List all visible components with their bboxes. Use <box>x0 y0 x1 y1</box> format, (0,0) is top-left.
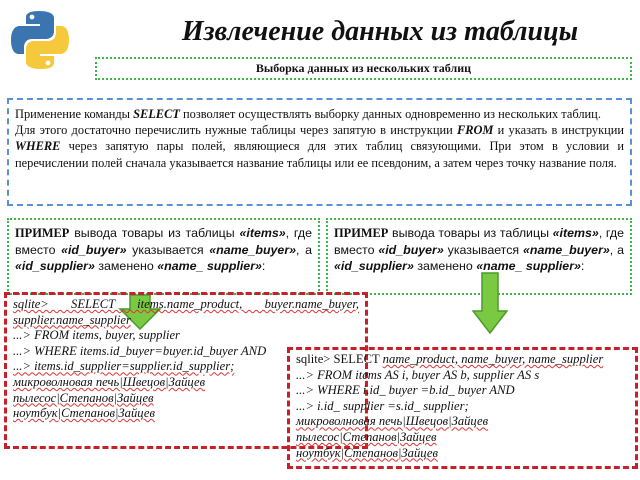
description-box: Применение команды SELECT позволяет осущ… <box>7 98 632 206</box>
result-row: микроволновая печь|Швецов|Зайцев <box>296 414 489 429</box>
example-label: ПРИМЕР <box>334 226 389 240</box>
text: «name_buyer» <box>209 242 297 257</box>
code-fields: name_product, name_buyer, name_supplier <box>382 352 604 366</box>
code-line: supplier.name_supplier <box>13 312 131 327</box>
text: и указать в инструкции <box>493 123 624 138</box>
text: через запятую пары полей, являющиеся для… <box>15 139 624 170</box>
code-line: ...> items.id_supplier=supplier.id_suppl… <box>13 359 235 374</box>
text: вывода товары из таблицы <box>69 226 240 240</box>
text: «name_ supplier» <box>476 259 581 273</box>
arrow-down-icon <box>472 272 508 334</box>
python-logo-icon <box>11 11 69 69</box>
example-box-right: ПРИМЕР вывода товары из таблицы «items»,… <box>326 218 632 295</box>
code-block-right: sqlite> SELECT name_product, name_buyer,… <box>287 347 638 469</box>
text: «id_buyer» <box>61 242 127 257</box>
text: «id_supplier» <box>15 259 95 273</box>
code-line: ...> FROM items AS i, buyer AS b, suppli… <box>296 367 540 382</box>
keyword-where: WHERE <box>15 139 61 154</box>
example-box-left: ПРИМЕР вывода товары из таблицы «items»,… <box>7 218 320 295</box>
result-row: ноутбук|Степанов|Зайцев <box>13 406 155 421</box>
result-row: пылесос|Степанов|Зайцев <box>13 390 154 405</box>
text: вывода товары из таблицы <box>388 226 553 240</box>
text: «name_buyer» <box>523 242 610 257</box>
text: , где вместо <box>334 226 625 257</box>
text: «id_supplier» <box>334 259 414 273</box>
keyword-select: SELECT <box>133 107 180 121</box>
text: указывается <box>443 242 523 257</box>
text: Для этого достаточно перечислить нужные … <box>15 123 457 138</box>
example-label: ПРИМЕР <box>15 226 70 240</box>
text: «items» <box>239 226 286 240</box>
code-line: ...> i.id_ supplier =s.id_ supplier; <box>296 398 469 413</box>
subtitle: Выборка данных из нескольких таблиц <box>95 57 632 80</box>
keyword-from: FROM <box>456 123 494 138</box>
code-line: ...> WHERE items.id_buyer=buyer.id_buyer… <box>13 343 267 358</box>
text: заменено <box>413 259 477 273</box>
text: , а <box>609 242 624 257</box>
arrow-down-icon <box>118 294 162 330</box>
code-block-left: sqlite> SELECT items.name_product, buyer… <box>4 292 368 449</box>
result-row: пылесос|Степанов|Зайцев <box>296 429 437 444</box>
text: «id_buyer» <box>378 242 444 257</box>
result-row: ноутбук|Степанов|Зайцев <box>296 445 438 460</box>
text: «name_ supplier» <box>157 259 262 273</box>
text: «items» <box>552 226 599 240</box>
page-title: Извлечение данных из таблицы <box>181 16 579 47</box>
code-line: ...> WHERE i.id_ buyer =b.id_ buyer AND <box>296 383 515 398</box>
text: : <box>580 259 585 273</box>
text: заменено <box>94 259 158 273</box>
code-line: sqlite> SELECT items.name_product, buyer… <box>13 297 359 311</box>
text: позволяет осуществлять выборку данных од… <box>179 107 601 121</box>
code-line: ...> FROM items, buyer, supplier <box>13 328 180 343</box>
text: , а <box>296 242 312 257</box>
text: : <box>261 259 266 273</box>
text: указывается <box>126 242 210 257</box>
code-prompt: sqlite> SELECT <box>296 352 383 366</box>
text: , где вместо <box>15 226 312 257</box>
result-row: микроволновая печь|Швецов|Зайцев <box>13 374 206 389</box>
text: Применение команды <box>15 107 134 121</box>
